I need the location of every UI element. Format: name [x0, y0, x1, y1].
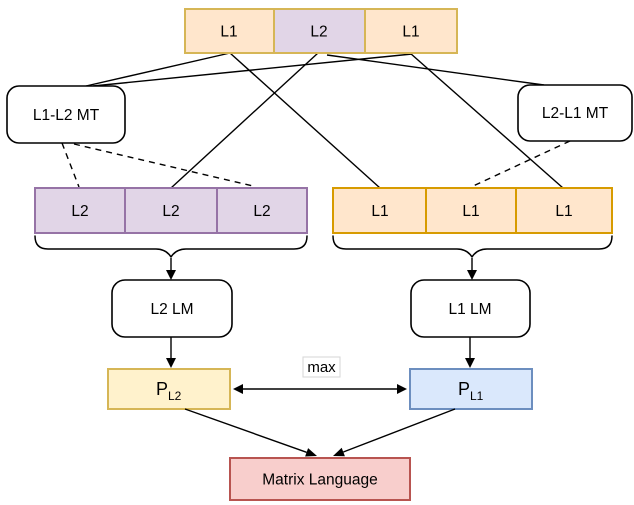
l1-row-cell3-label: L1	[555, 203, 572, 220]
prob-l1-box: P L1	[409, 368, 533, 410]
edge-topL1a-to-l1row-cell1	[229, 52, 381, 189]
max-label: max	[307, 359, 336, 376]
mt-left-box: L1-L2 MT	[6, 85, 126, 144]
l2-row-cell3-label: L2	[253, 203, 270, 220]
l1-row-box: L1 L1 L1	[332, 187, 613, 234]
edge-topL1b-to-mtleft	[92, 53, 413, 87]
arrow-l1row-to-l1lm	[467, 258, 477, 280]
l2-row-cell1-label: L2	[71, 203, 88, 220]
arrow-pl2-to-matrix	[184, 408, 317, 457]
prob-l1-subscript: L1	[470, 389, 484, 403]
l1-row-cell3	[515, 187, 613, 234]
l1-row-brace	[332, 235, 613, 258]
arrow-l2row-to-l2lm	[166, 258, 176, 280]
prob-l1-base: P	[458, 379, 470, 399]
l1-row-cell1-label: L1	[371, 203, 388, 220]
edge-mtleft-to-l2row-cell1-dashed	[61, 142, 80, 188]
matrix-language-box: Matrix Language	[229, 457, 411, 501]
edge-topL1b-to-l1row-cell3	[409, 52, 564, 189]
edge-mtleft-to-l2row-cell3-dashed	[73, 143, 254, 187]
top-cell-l1-second-label: L1	[402, 24, 419, 41]
l2-row-cell1	[34, 187, 126, 234]
lm-left-box: L2 LM	[111, 279, 233, 338]
edge-topL2-to-l2row-cell2	[170, 52, 319, 189]
top-cell-l1-second	[364, 8, 458, 54]
l2-row-cell3	[216, 187, 308, 234]
double-arrow-max	[233, 384, 407, 394]
l1-row-cell2-label: L1	[462, 203, 479, 220]
lm-right-box: L1 LM	[410, 279, 531, 338]
arrow-l1lm-to-pl1	[465, 337, 475, 368]
l2-row-brace	[34, 235, 308, 258]
mt-left-label: L1-L2 MT	[33, 107, 100, 124]
top-sentence-box: L1 L2 L1	[184, 8, 458, 54]
prob-l2-base: P	[156, 379, 168, 399]
l2-row-box: L2 L2 L2	[34, 187, 308, 234]
top-cell-l2	[273, 8, 366, 54]
arrow-pl1-to-matrix	[333, 408, 456, 457]
prob-l2-subscript: L2	[168, 389, 182, 403]
lm-left-label: L2 LM	[150, 301, 193, 318]
mt-right-label: L2-L1 MT	[542, 105, 609, 122]
top-cell-l2-label: L2	[310, 24, 327, 41]
matrix-language-label: Matrix Language	[262, 472, 377, 489]
l2-row-cell2	[124, 187, 218, 234]
l2-row-cell2-label: L2	[162, 203, 179, 220]
lm-right-label: L1 LM	[448, 301, 491, 318]
arrow-l2lm-to-pl2	[166, 337, 176, 368]
edge-topL2-to-mtright	[326, 54, 545, 86]
max-label-box: max	[302, 356, 341, 378]
edge-topL1a-to-mtleft	[85, 52, 231, 87]
top-cell-l1-first-label: L1	[220, 24, 237, 41]
prob-l2-box: P L2	[107, 368, 231, 410]
edge-mtright-to-l1row-cell2-dashed	[470, 140, 571, 188]
mt-right-box: L2-L1 MT	[517, 84, 633, 142]
